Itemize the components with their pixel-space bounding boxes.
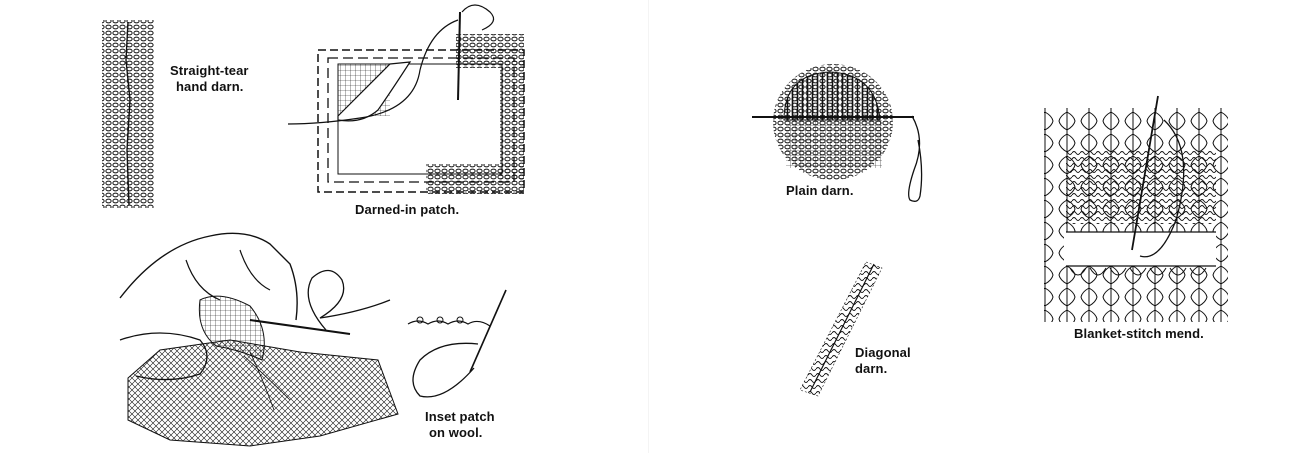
plain-darn-illustration <box>752 64 923 202</box>
straight-tear-caption: Straight-tear hand darn. <box>170 63 249 95</box>
straight-tear-darn-illustration <box>102 20 154 208</box>
blanket-stitch-caption: Blanket-stitch mend. <box>1074 326 1204 341</box>
inset-patch-illustration <box>407 289 507 398</box>
inset-patch-caption-line-1: Inset patch <box>425 409 495 424</box>
diagonal-darn-caption-line-2: darn. <box>855 361 888 376</box>
plain-darn-caption: Plain darn. <box>786 183 854 198</box>
hand-holding-fabric-illustration <box>119 232 399 447</box>
inset-patch-caption-line-2: on wool. <box>429 425 483 440</box>
diagonal-darn-illustration <box>799 261 883 397</box>
diagonal-darn-caption-line-1: Diagonal <box>855 345 911 360</box>
straight-tear-caption-line-1: Straight-tear <box>170 63 249 78</box>
blanket-stitch-illustration <box>1044 95 1228 322</box>
darned-in-patch-illustration <box>287 4 525 194</box>
straight-tear-caption-line-2: hand darn. <box>176 79 244 94</box>
darned-in-patch-caption: Darned-in patch. <box>355 202 460 217</box>
page-gutter <box>648 0 649 453</box>
inset-patch-caption: Inset patch on wool. <box>425 409 495 441</box>
diagonal-darn-caption: Diagonal darn. <box>855 345 911 377</box>
